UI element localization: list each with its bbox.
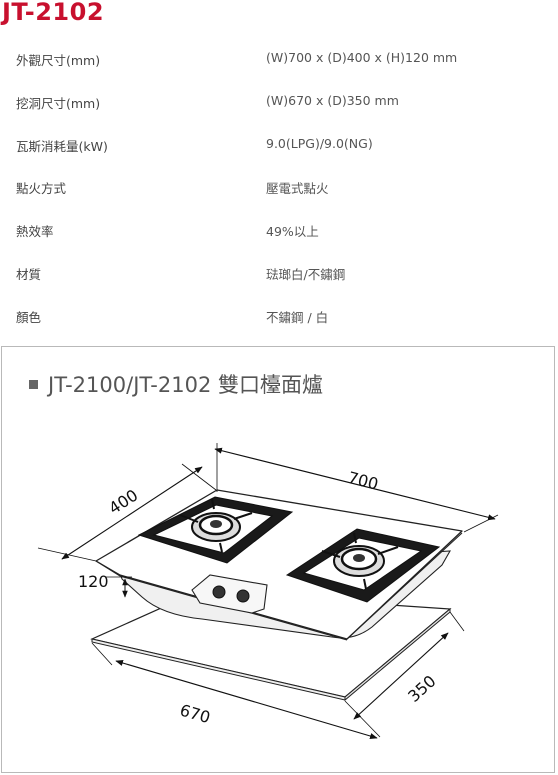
spec-row: 材質 琺瑯白/不鏽鋼 — [0, 252, 558, 295]
spec-label: 瓦斯消耗量(kW) — [16, 138, 108, 154]
model-title: JT-2102 — [2, 0, 105, 26]
knob-icon — [212, 585, 226, 599]
spec-label: 外觀尺寸(mm) — [16, 53, 101, 68]
spec-row: 點火方式 壓電式點火 — [0, 166, 558, 209]
spec-row: 瓦斯消耗量(kW) 9.0(LPG)/9.0(NG) — [0, 124, 558, 167]
spec-table: 外觀尺寸(mm) (W)700 x (D)400 x (H)120 mm 挖洞尺… — [0, 38, 558, 338]
spec-value: 琺瑯白/不鏽鋼 — [266, 266, 346, 282]
dimension-depth-label: 400 — [105, 485, 141, 518]
dimension-lines — [37, 443, 499, 739]
dimension-cutout-width-label: 670 — [178, 700, 213, 727]
dimension-cutout-depth-label: 350 — [404, 671, 439, 706]
diagram-panel: JT-2100/JT-2102 雙口檯面爐 — [1, 346, 555, 773]
spec-label: 材質 — [16, 266, 42, 282]
spec-row: 顏色 不鏽鋼 / 白 — [0, 295, 558, 338]
dimension-height-label: 120 — [78, 572, 109, 591]
dimension-width-label: 700 — [346, 468, 380, 494]
spec-value: 壓電式點火 — [266, 181, 329, 197]
spec-value: 9.0(LPG)/9.0(NG) — [266, 135, 373, 151]
spec-row: 熱效率 49%以上 — [0, 209, 558, 252]
spec-label: 點火方式 — [16, 181, 67, 197]
square-bullet-icon — [29, 379, 38, 389]
spec-value: (W)700 x (D)400 x (H)120 mm — [266, 50, 458, 65]
spec-label: 熱效率 — [16, 224, 54, 240]
spec-row: 挖洞尺寸(mm) (W)670 x (D)350 mm — [0, 81, 558, 124]
right-burner — [285, 528, 441, 603]
knob-icon — [236, 589, 250, 603]
spec-row: 外觀尺寸(mm) (W)700 x (D)400 x (H)120 mm — [0, 38, 558, 81]
diagram-heading: JT-2100/JT-2102 雙口檯面爐 — [29, 369, 323, 399]
spec-label: 挖洞尺寸(mm) — [16, 95, 101, 111]
control-panel — [191, 574, 268, 614]
cooktop-dimension-drawing: 700 400 120 670 350 — [37, 443, 499, 739]
spec-value: 49%以上 — [266, 224, 319, 240]
spec-label: 顏色 — [16, 309, 42, 325]
spec-value: (W)670 x (D)350 mm — [266, 92, 399, 108]
spec-value: 不鏽鋼 / 白 — [266, 309, 329, 325]
diagram-heading-text: JT-2100/JT-2102 雙口檯面爐 — [48, 373, 323, 397]
